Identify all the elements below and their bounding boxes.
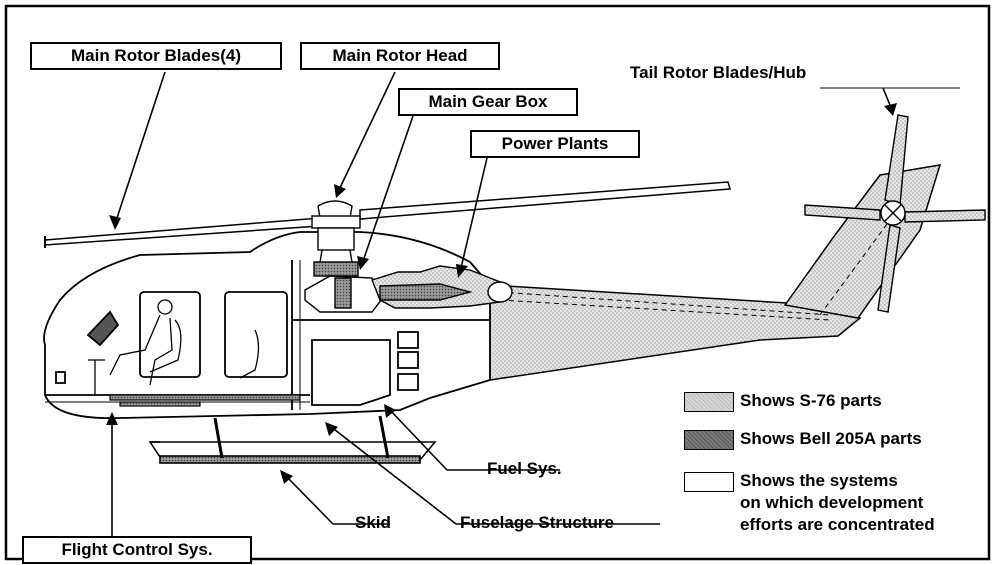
legend-dev: Shows the systems on which development e… xyxy=(684,470,935,536)
label-fuel-sys: Fuel Sys. xyxy=(487,459,562,478)
leader-lines xyxy=(111,71,960,536)
legend-swatch-bell xyxy=(684,430,734,450)
label-fuselage-structure: Fuselage Structure xyxy=(460,513,614,532)
fuselage xyxy=(43,231,491,420)
flight-control-linkage xyxy=(109,394,301,407)
label-skid: Skid xyxy=(355,513,391,532)
label-tail-rotor: Tail Rotor Blades/Hub xyxy=(630,63,807,82)
legend-text-dev: Shows the systems on which development e… xyxy=(740,470,935,536)
tail-rotor xyxy=(804,114,986,313)
label-main-gear-box: Main Gear Box xyxy=(398,88,578,116)
label-flight-control: Flight Control Sys. xyxy=(22,536,252,564)
legend-bell: Shows Bell 205A parts xyxy=(684,428,922,450)
main-gear-box xyxy=(304,275,386,313)
label-power-plants: Power Plants xyxy=(470,130,640,158)
arrow-heads xyxy=(106,103,897,484)
pilot-seat xyxy=(88,299,260,395)
legend-text-bell: Shows Bell 205A parts xyxy=(740,429,922,448)
outer-frame xyxy=(4,4,991,561)
legend-dev-line2: on which development xyxy=(740,493,924,512)
legend-swatch-dev xyxy=(684,472,734,492)
legend-s76: Shows S-76 parts xyxy=(684,390,882,412)
legend-text-s76: Shows S-76 parts xyxy=(740,391,882,410)
power-plants xyxy=(371,265,513,309)
rotor-head xyxy=(311,200,361,277)
label-main-rotor-head: Main Rotor Head xyxy=(300,42,500,70)
legend-dev-line3: efforts are concentrated xyxy=(740,515,935,534)
label-main-rotor-blades: Main Rotor Blades(4) xyxy=(30,42,282,70)
legend-swatch-s76 xyxy=(684,392,734,412)
legend-dev-line1: Shows the systems xyxy=(740,471,898,490)
skid xyxy=(148,415,437,464)
tail-boom xyxy=(489,164,942,381)
